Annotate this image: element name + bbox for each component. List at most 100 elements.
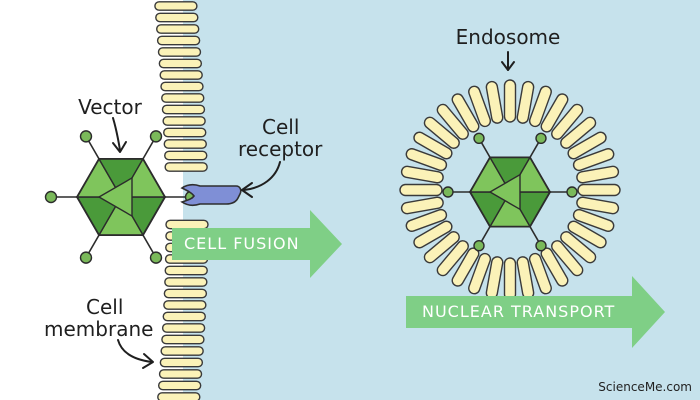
endosome-lipid bbox=[551, 103, 584, 140]
endosome-lipid bbox=[400, 196, 444, 215]
membrane-lipid bbox=[162, 311, 206, 322]
credit-text: ScienceMe.com bbox=[598, 380, 692, 394]
receptor-pointer-arrow bbox=[243, 161, 281, 191]
membrane-lipid bbox=[158, 58, 203, 69]
membrane-lipid bbox=[163, 288, 208, 299]
endosome-lipid bbox=[528, 252, 552, 295]
membrane-pointer-arrow bbox=[117, 339, 153, 363]
endosome-lipid bbox=[423, 116, 460, 149]
virus-spike-tip bbox=[473, 239, 485, 252]
endosome-lipid bbox=[560, 231, 597, 264]
endosome-label: Endosome bbox=[455, 25, 561, 49]
endosome-lipid bbox=[577, 183, 621, 197]
endosome-lipid bbox=[399, 183, 443, 197]
membrane-lipid bbox=[164, 162, 208, 172]
virus-spike-tip bbox=[566, 186, 578, 198]
virus-spike-tip bbox=[473, 132, 485, 145]
membrane-lipid bbox=[161, 104, 206, 115]
membrane-lipid bbox=[163, 139, 207, 149]
membrane-lipid bbox=[161, 334, 205, 345]
endosome-lipid bbox=[576, 196, 620, 215]
membrane-lipid bbox=[161, 93, 205, 103]
membrane-lipid bbox=[158, 369, 203, 379]
membrane-lipid bbox=[157, 47, 202, 57]
virus-spike-tip bbox=[535, 132, 547, 145]
membrane-lipid bbox=[164, 277, 208, 287]
vector-virus-in-endosome bbox=[442, 132, 578, 252]
endosome-lipid bbox=[528, 85, 552, 128]
membrane-lipid bbox=[164, 265, 208, 276]
capsid-center-facet bbox=[488, 173, 521, 211]
membrane-lipid bbox=[159, 70, 203, 80]
endosome-lipid bbox=[551, 240, 584, 277]
endosome bbox=[399, 79, 621, 301]
vector-label: Vector bbox=[78, 95, 142, 119]
endosome-lipid bbox=[572, 148, 615, 172]
nuclear-transport-label: NUCLEAR TRANSPORT bbox=[422, 302, 616, 321]
membrane-lipid bbox=[159, 357, 204, 368]
membrane-lipid bbox=[155, 12, 199, 23]
endosome-lipid bbox=[560, 116, 597, 149]
receptor-pointer-arrowhead bbox=[241, 182, 253, 198]
membrane-lipid bbox=[163, 127, 207, 138]
endosome-lipid bbox=[436, 103, 469, 140]
capsid-center-facet bbox=[97, 176, 133, 218]
endosome-lipid bbox=[400, 165, 444, 184]
endosome-lipid bbox=[405, 208, 448, 232]
cell-membrane bbox=[154, 1, 209, 400]
cell-fusion-arrow bbox=[172, 210, 342, 278]
cell-membrane-label-line2: membrane bbox=[44, 317, 154, 341]
membrane-lipid bbox=[165, 219, 209, 230]
endosome-lipid bbox=[413, 220, 453, 249]
endosome-lipid bbox=[567, 220, 607, 249]
cell-fusion-label: CELL FUSION bbox=[184, 234, 300, 253]
membrane-lipid bbox=[164, 150, 208, 161]
endosome-lipid bbox=[503, 79, 517, 123]
vector-pointer-arrowhead bbox=[112, 141, 127, 153]
virus-spike-tip bbox=[149, 130, 163, 143]
endosome-lipid bbox=[451, 93, 480, 133]
endosome-lipid bbox=[413, 131, 453, 160]
virus-spike-tip bbox=[535, 239, 547, 252]
cell-receptor-label-line2: receptor bbox=[238, 137, 323, 161]
endosome-lipid bbox=[540, 93, 569, 133]
endosome-lipid bbox=[485, 80, 504, 124]
capsid-outline bbox=[75, 157, 167, 237]
virus-spike-tip bbox=[44, 190, 58, 204]
endosome-pointer-arrowhead bbox=[501, 61, 515, 71]
vector-pointer-arrow bbox=[112, 117, 121, 151]
cell-receptor-label-line1: Cell bbox=[262, 115, 300, 139]
membrane-lipid bbox=[160, 81, 204, 92]
endosome-lipid bbox=[423, 231, 460, 264]
endosome-lipid bbox=[405, 148, 448, 172]
membrane-lipid bbox=[157, 392, 201, 400]
cell-membrane-label-line1: Cell bbox=[86, 295, 124, 319]
endosome-lipid bbox=[576, 165, 620, 184]
membrane-lipid bbox=[163, 300, 207, 310]
membrane-lipid bbox=[161, 323, 206, 333]
membrane-lipid bbox=[160, 346, 204, 356]
membrane-lipid bbox=[162, 116, 206, 126]
membrane-lipid bbox=[156, 35, 201, 46]
virus-spike-tip bbox=[149, 251, 163, 264]
virus-spike-tip bbox=[442, 186, 454, 198]
receptor-shape bbox=[180, 183, 242, 207]
endosome-lipid bbox=[436, 240, 469, 277]
membrane-lipid bbox=[156, 24, 200, 34]
nuclear-transport-arrow bbox=[406, 276, 665, 348]
endosome-lipid bbox=[468, 85, 492, 128]
endosome-lipid bbox=[572, 208, 615, 232]
endosome-lipid bbox=[516, 80, 535, 124]
endosome-lipid bbox=[567, 131, 607, 160]
endosome-lipid bbox=[468, 252, 492, 295]
vector-virus bbox=[44, 130, 198, 264]
membrane-lipid bbox=[154, 1, 198, 11]
membrane-lipid bbox=[157, 380, 202, 391]
virus-spike-tip bbox=[79, 130, 93, 143]
cell-receptor bbox=[180, 183, 242, 207]
endosome-lipid bbox=[503, 257, 517, 301]
capsid-outline bbox=[468, 156, 552, 228]
virus-spike-tip bbox=[79, 251, 93, 264]
membrane-pointer-arrowhead bbox=[142, 353, 154, 369]
